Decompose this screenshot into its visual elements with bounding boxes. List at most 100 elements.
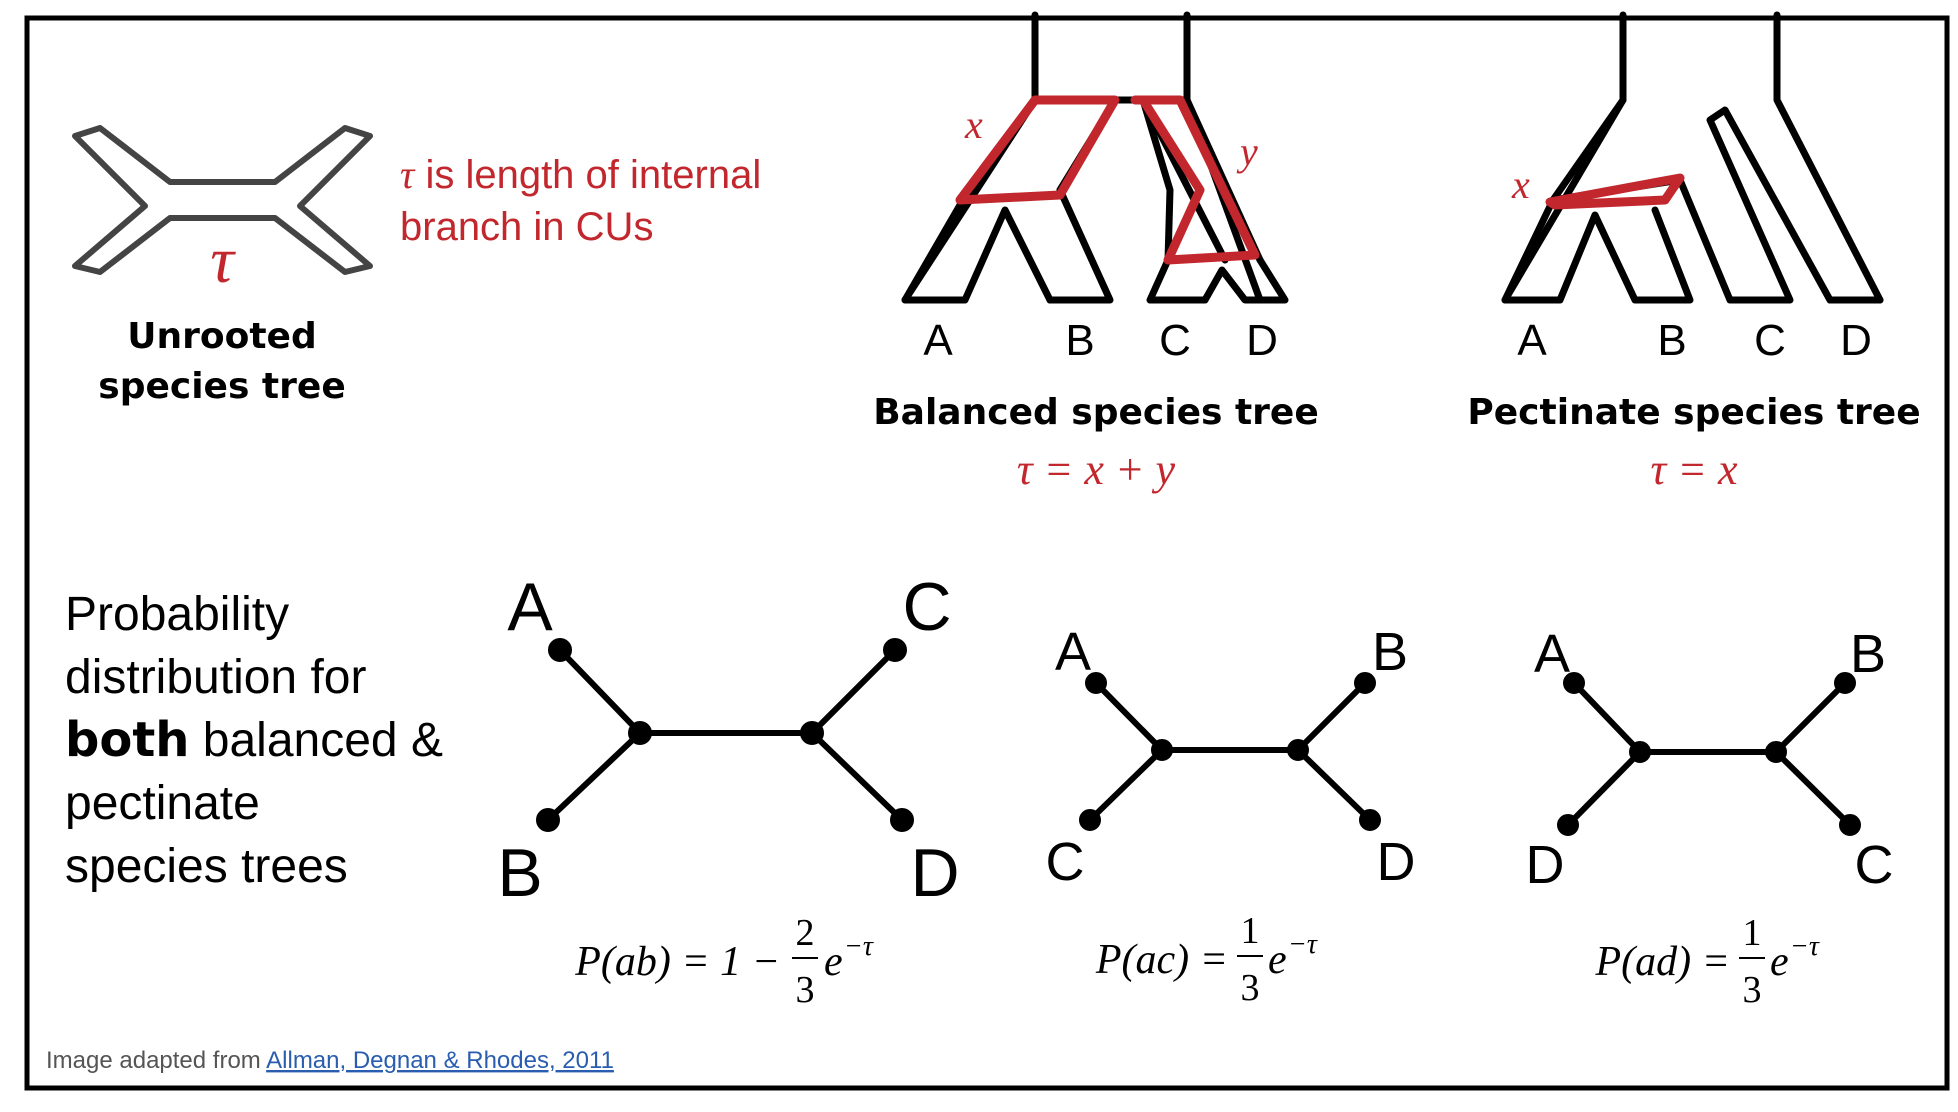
unrooted-tree [72,125,373,275]
gene-tree-ab-label-c: C [902,569,951,645]
gene-tree-ab-tip-d [890,808,914,832]
balanced-leaf-d: D [1246,316,1278,365]
footer-prefix: Image adapted from [46,1047,266,1074]
formula-ab-num: 2 [796,912,815,954]
formula-ab: P(ab) = 1 − 2 3 e −τ [574,912,874,1011]
gene-tree-ab-node-right [800,721,824,745]
gene-tree-ad-edges [1565,680,1853,828]
desc-line1: Probability [65,588,289,641]
formula-ac-den: 3 [1241,967,1260,1009]
gene-tree-ab-tip-c [883,638,907,662]
balanced-x-label: x [964,102,983,147]
gene-tree-ad-label-c: C [1855,835,1894,895]
pectinate-title: Pectinate species tree [1467,392,1920,433]
gene-tree-ac-label-b: B [1372,622,1408,682]
gene-tree-ab-label-b: B [497,835,542,911]
pectinate-tree-cd [1549,106,1884,304]
gene-tree-ac-edges [1087,680,1373,823]
gene-tree-ad-label-b: B [1850,624,1886,684]
tau-note-line2: branch in CUs [400,205,653,249]
gene-tree-ab-label-d: D [910,835,959,911]
gene-tree-ab-label-a: A [507,569,553,645]
gene-tree-ac-tip-c [1079,809,1101,831]
formula-ab-exp: −τ [844,931,874,962]
tau-note-line1: τ is length of internal [400,152,761,197]
pectinate-leaf-c: C [1754,316,1786,365]
gene-tree-ac-node-right [1287,739,1309,761]
formula-ad-den: 3 [1743,969,1762,1011]
gene-tree-ac-tip-d [1359,809,1381,831]
formula-ac-exp: −τ [1288,929,1318,960]
unrooted-title-line1: Unrooted [127,316,316,357]
formula-ab-lhs: P(ab) = 1 − [574,939,780,985]
footer-citation-link[interactable]: Allman, Degnan & Rhodes, 2011 [266,1047,614,1074]
balanced-formula: τ = x + y [1017,445,1176,494]
pectinate-leaf-b: B [1657,316,1686,365]
gene-tree-ab-node-left [628,721,652,745]
gene-tree-ac-label-c: C [1046,832,1085,892]
pectinate-gene-path-x [1545,173,1685,210]
gene-tree-ad-node-left [1629,741,1651,763]
gene-tree-ac-node-left [1151,739,1173,761]
unrooted-title-line2: species tree [98,366,345,407]
balanced-tree-cd [1146,256,1289,304]
balanced-leaf-a: A [923,316,953,365]
gene-tree-ad [1557,672,1861,836]
formula-ac-num: 1 [1241,910,1260,952]
desc-line4: pectinate [65,777,260,830]
desc-line5: species trees [65,840,348,893]
balanced-gene-path-x [955,95,1120,205]
desc-bold-word: both [65,712,189,768]
balanced-leaf-b: B [1065,316,1094,365]
pectinate-tree-trunk [1501,11,1884,304]
gene-tree-ab [536,638,914,832]
gene-tree-ab-tip-b [536,808,560,832]
gene-tree-ad-label-d: D [1526,835,1565,895]
formula-ad: P(ad) = 1 3 e −τ [1595,912,1820,1011]
balanced-y-label: y [1236,129,1258,174]
formula-ac-base: e [1268,937,1287,983]
gene-tree-ac-label-a: A [1055,622,1091,682]
balanced-title: Balanced species tree [873,392,1319,433]
formula-ab-base: e [824,939,843,985]
gene-tree-ad-node-right [1765,741,1787,763]
gene-tree-ab-tip-a [548,638,572,662]
desc-line2: distribution for [65,651,366,704]
gene-tree-ad-tip-c [1839,814,1861,836]
gene-tree-ab-edges [545,647,905,823]
pectinate-gene-path [1545,173,1685,210]
formula-ad-exp: −τ [1790,931,1820,962]
desc-line3: both balanced & [65,712,443,768]
tau-note-symbol: τ [400,152,416,197]
gene-tree-ac-tip-a [1085,672,1107,694]
pectinate-leaf-d: D [1840,316,1872,365]
gene-tree-ad-tip-d [1557,814,1579,836]
unrooted-tree-outline [72,125,373,275]
balanced-gene-path-y [1130,95,1260,265]
pectinate-tree-ab [1501,96,1694,304]
gene-tree-ad-tip-a [1563,672,1585,694]
formula-ad-num: 1 [1743,912,1762,954]
formula-ad-lhs: P(ad) = [1595,939,1730,985]
tau-symbol: τ [210,224,236,297]
pectinate-x-label: x [1511,162,1530,207]
balanced-gene-path [955,95,1260,265]
formula-ab-den: 3 [796,969,815,1011]
pectinate-tree [1501,11,1884,304]
gene-tree-ac [1079,672,1381,831]
gene-tree-ac-tip-b [1354,672,1376,694]
slide-frame [24,15,1950,1091]
gene-tree-ad-tip-b [1834,672,1856,694]
balanced-leaf-c: C [1159,316,1191,365]
desc-line3-rest: balanced & [189,714,443,767]
formula-ac-lhs: P(ac) = [1095,937,1228,983]
balanced-tree-ab [901,186,1114,304]
gene-tree-ad-label-a: A [1534,624,1570,684]
formula-ac: P(ac) = 1 3 e −τ [1095,910,1318,1009]
gene-tree-ac-label-d: D [1377,832,1416,892]
formula-ad-base: e [1770,939,1789,985]
footer-credit: Image adapted from Allman, Degnan & Rhod… [46,1047,614,1074]
pectinate-leaf-a: A [1517,316,1547,365]
